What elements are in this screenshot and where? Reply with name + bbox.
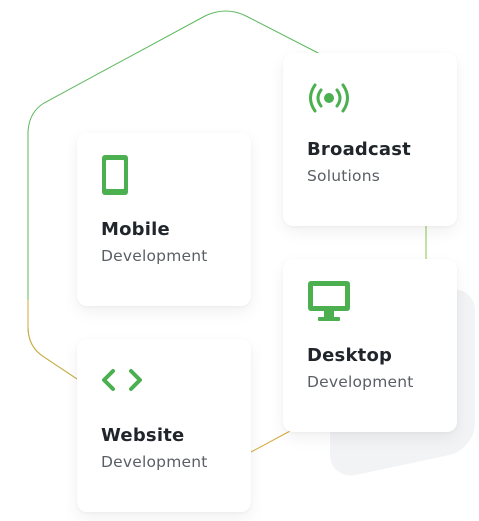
card-subtitle: Development [101,453,208,471]
card-title: Website [101,425,185,446]
service-card-broadcast: Broadcast Solutions [283,53,457,226]
card-subtitle: Development [101,247,208,265]
desktop-monitor-icon [308,281,350,321]
broadcast-signal-icon [309,83,349,113]
code-brackets-icon [102,369,142,391]
hex-bottom-edge [250,429,293,453]
hex-lower-left-edge [27,300,78,380]
service-card-mobile: Mobile Development [77,133,251,306]
service-card-desktop: Desktop Development [283,259,457,432]
card-title: Mobile [101,219,170,240]
service-card-website: Website Development [77,339,251,512]
card-subtitle: Development [307,373,414,391]
card-subtitle: Solutions [307,167,381,185]
mobile-phone-icon [102,155,128,195]
card-title: Broadcast [307,139,411,160]
card-title: Desktop [307,345,393,366]
